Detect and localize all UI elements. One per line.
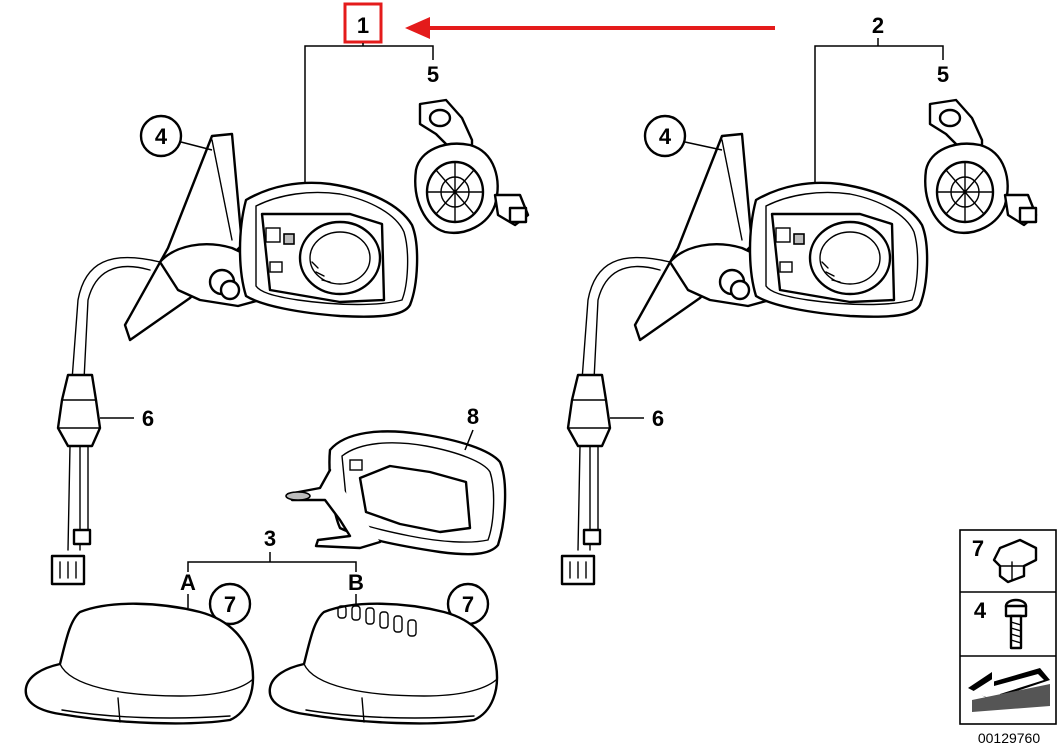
label-a: A bbox=[180, 570, 196, 595]
label-6-left: 6 bbox=[142, 406, 154, 431]
part-number: 00129760 bbox=[978, 730, 1041, 746]
highlight-box[interactable] bbox=[343, 2, 383, 44]
label-4-right: 4 bbox=[659, 124, 672, 149]
screw-icon bbox=[1004, 598, 1028, 650]
indicator-slots bbox=[337, 605, 417, 637]
bracket-1 bbox=[304, 43, 434, 182]
highlight-group: 1 bbox=[343, 2, 775, 44]
callout-4-right bbox=[643, 114, 687, 158]
label-1: 1 bbox=[357, 13, 369, 38]
label-7-b: 7 bbox=[462, 592, 474, 617]
label-5-left: 5 bbox=[427, 62, 439, 87]
label-4-left: 4 bbox=[155, 124, 168, 149]
label-8: 8 bbox=[467, 404, 479, 429]
part-5-left[interactable] bbox=[414, 98, 530, 234]
callout-4-left bbox=[139, 114, 183, 158]
label-6-right: 6 bbox=[652, 406, 664, 431]
cover-a[interactable] bbox=[24, 602, 255, 725]
legend-box: 7 4 bbox=[959, 529, 1057, 725]
label-7-a: 7 bbox=[224, 592, 236, 617]
label-3: 3 bbox=[264, 526, 276, 551]
label-5-right: 5 bbox=[937, 62, 949, 87]
cover-b[interactable] bbox=[268, 602, 499, 725]
clip-icon bbox=[992, 538, 1038, 584]
red-arrow-head-icon bbox=[405, 17, 430, 39]
label-2: 2 bbox=[872, 13, 884, 38]
legend-label-4: 4 bbox=[974, 598, 987, 623]
part-5-right[interactable] bbox=[924, 98, 1038, 234]
label-b: B bbox=[348, 570, 364, 595]
bracket-3 bbox=[187, 561, 357, 572]
bracket-2 bbox=[814, 38, 944, 182]
direction-arrow-icon bbox=[968, 668, 1050, 712]
mirror-assembly-right[interactable] bbox=[560, 132, 929, 586]
part-8-frame[interactable] bbox=[285, 430, 507, 556]
callout-7-a bbox=[208, 582, 252, 626]
legend-label-7: 7 bbox=[972, 536, 984, 561]
mirror-assembly-left[interactable] bbox=[50, 132, 419, 586]
